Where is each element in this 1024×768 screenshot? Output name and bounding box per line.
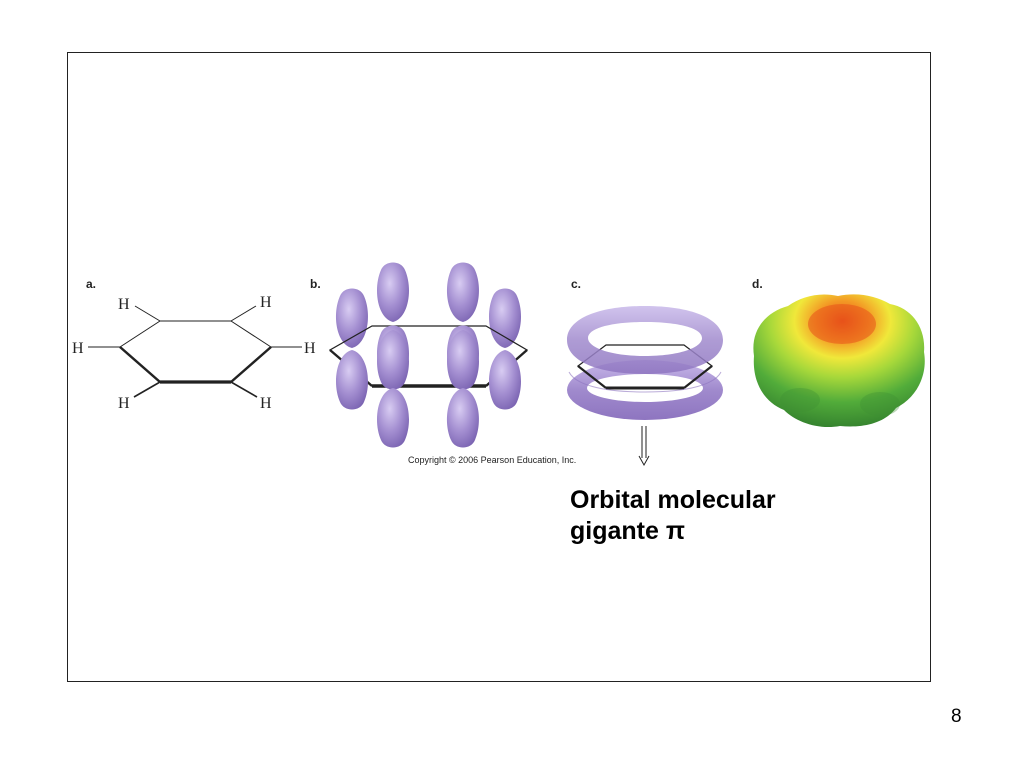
caption: Orbital molecular gigante π: [570, 485, 776, 547]
atom-label-h: H: [118, 296, 130, 313]
copyright-notice: Copyright © 2006 Pearson Education, Inc.: [408, 455, 577, 465]
electrostatic-potential-map: [753, 294, 925, 428]
caption-line-1: Orbital molecular: [570, 486, 776, 514]
benzene-structure: [88, 305, 302, 398]
atom-label-h: H: [260, 395, 272, 412]
slide-frame: [67, 52, 931, 682]
slide-number: 8: [951, 706, 962, 727]
atom-label-h: H: [304, 340, 316, 357]
panel-label-a: a.: [86, 277, 97, 291]
atom-label-h: H: [260, 294, 272, 311]
arrow-down-icon: [638, 426, 650, 467]
panel-label-c: c.: [571, 277, 582, 291]
atom-label-h: H: [72, 340, 84, 357]
pi-cloud-torus: [567, 306, 723, 420]
p-orbitals: [328, 262, 529, 448]
atom-label-h: H: [118, 395, 130, 412]
panel-label-b: b.: [310, 277, 321, 291]
caption-line-2: gigante π: [570, 517, 685, 545]
panel-label-d: d.: [752, 277, 763, 291]
